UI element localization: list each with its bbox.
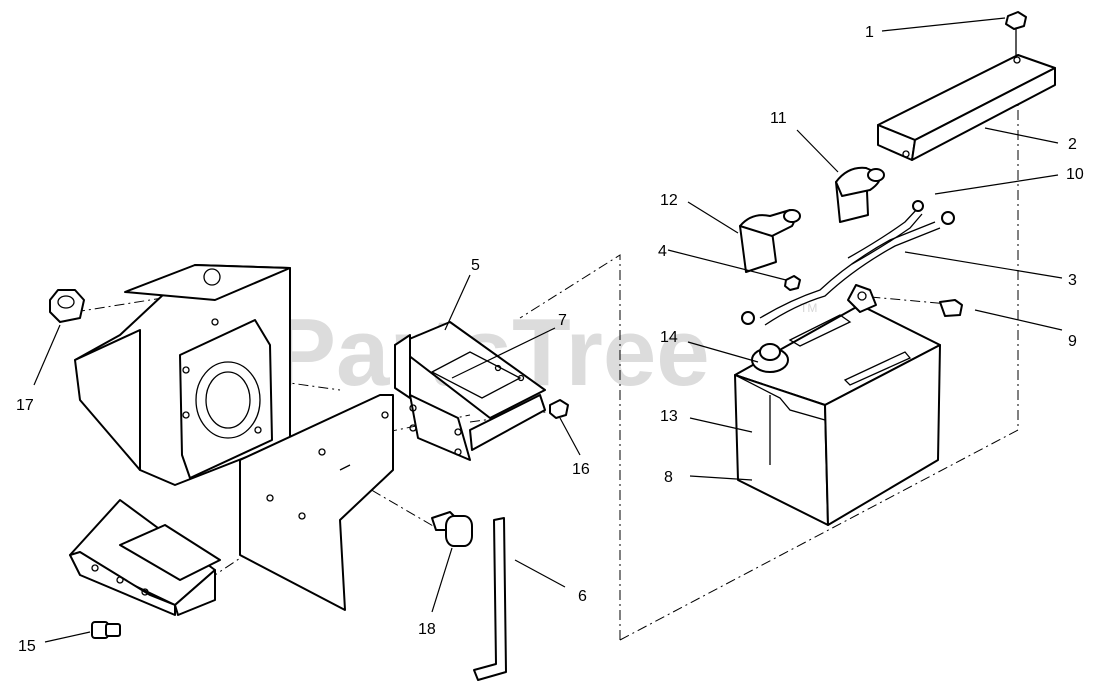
terminal-clamp <box>847 284 877 313</box>
part-15-bolt <box>91 621 121 639</box>
callout-12: 12 <box>660 192 678 209</box>
part-9-bolt <box>939 299 963 317</box>
part-2-hold-down-bracket <box>877 54 1056 161</box>
callout-8: 8 <box>664 469 673 486</box>
part-11-terminal-boot <box>835 166 885 223</box>
callout-15: 15 <box>18 638 36 655</box>
support-tray <box>69 499 221 616</box>
callout-16: 16 <box>572 461 590 478</box>
part-6-rod <box>473 517 507 681</box>
callout-9: 9 <box>1068 333 1077 350</box>
part-5-bracket <box>394 321 546 461</box>
callout-2: 2 <box>1068 136 1077 153</box>
callout-18: 18 <box>418 621 436 638</box>
callout-10: 10 <box>1066 166 1084 183</box>
leader-lines <box>33 17 1063 643</box>
callout-17: 17 <box>16 397 34 414</box>
part-18-bolt <box>431 511 473 547</box>
callout-13: 13 <box>660 408 678 425</box>
callout-3: 3 <box>1068 272 1077 289</box>
battery-frame-outline <box>519 60 1019 641</box>
part-3-battery-cable <box>741 221 941 326</box>
part-12-terminal-boot <box>739 209 801 273</box>
callout-1: 1 <box>865 24 874 41</box>
callout-labels: 1 2 3 4 5 6 7 8 9 10 11 12 13 14 15 16 1… <box>16 24 1084 655</box>
callout-5: 5 <box>471 257 480 274</box>
mounting-plate <box>239 394 394 611</box>
callout-14: 14 <box>660 329 678 346</box>
part-8-battery <box>734 304 941 526</box>
watermark-tm: TM <box>800 301 817 315</box>
part-17-grommet <box>49 289 85 323</box>
callout-6: 6 <box>578 588 587 605</box>
callout-11: 11 <box>770 110 787 127</box>
part-10-battery-cable <box>847 200 955 265</box>
engine-adapter-housing <box>74 264 291 486</box>
part-4-nut <box>784 275 801 291</box>
callout-4: 4 <box>658 243 667 260</box>
part-1-nut <box>1005 11 1027 58</box>
part-16-nut <box>549 399 569 419</box>
callout-7: 7 <box>558 312 567 329</box>
